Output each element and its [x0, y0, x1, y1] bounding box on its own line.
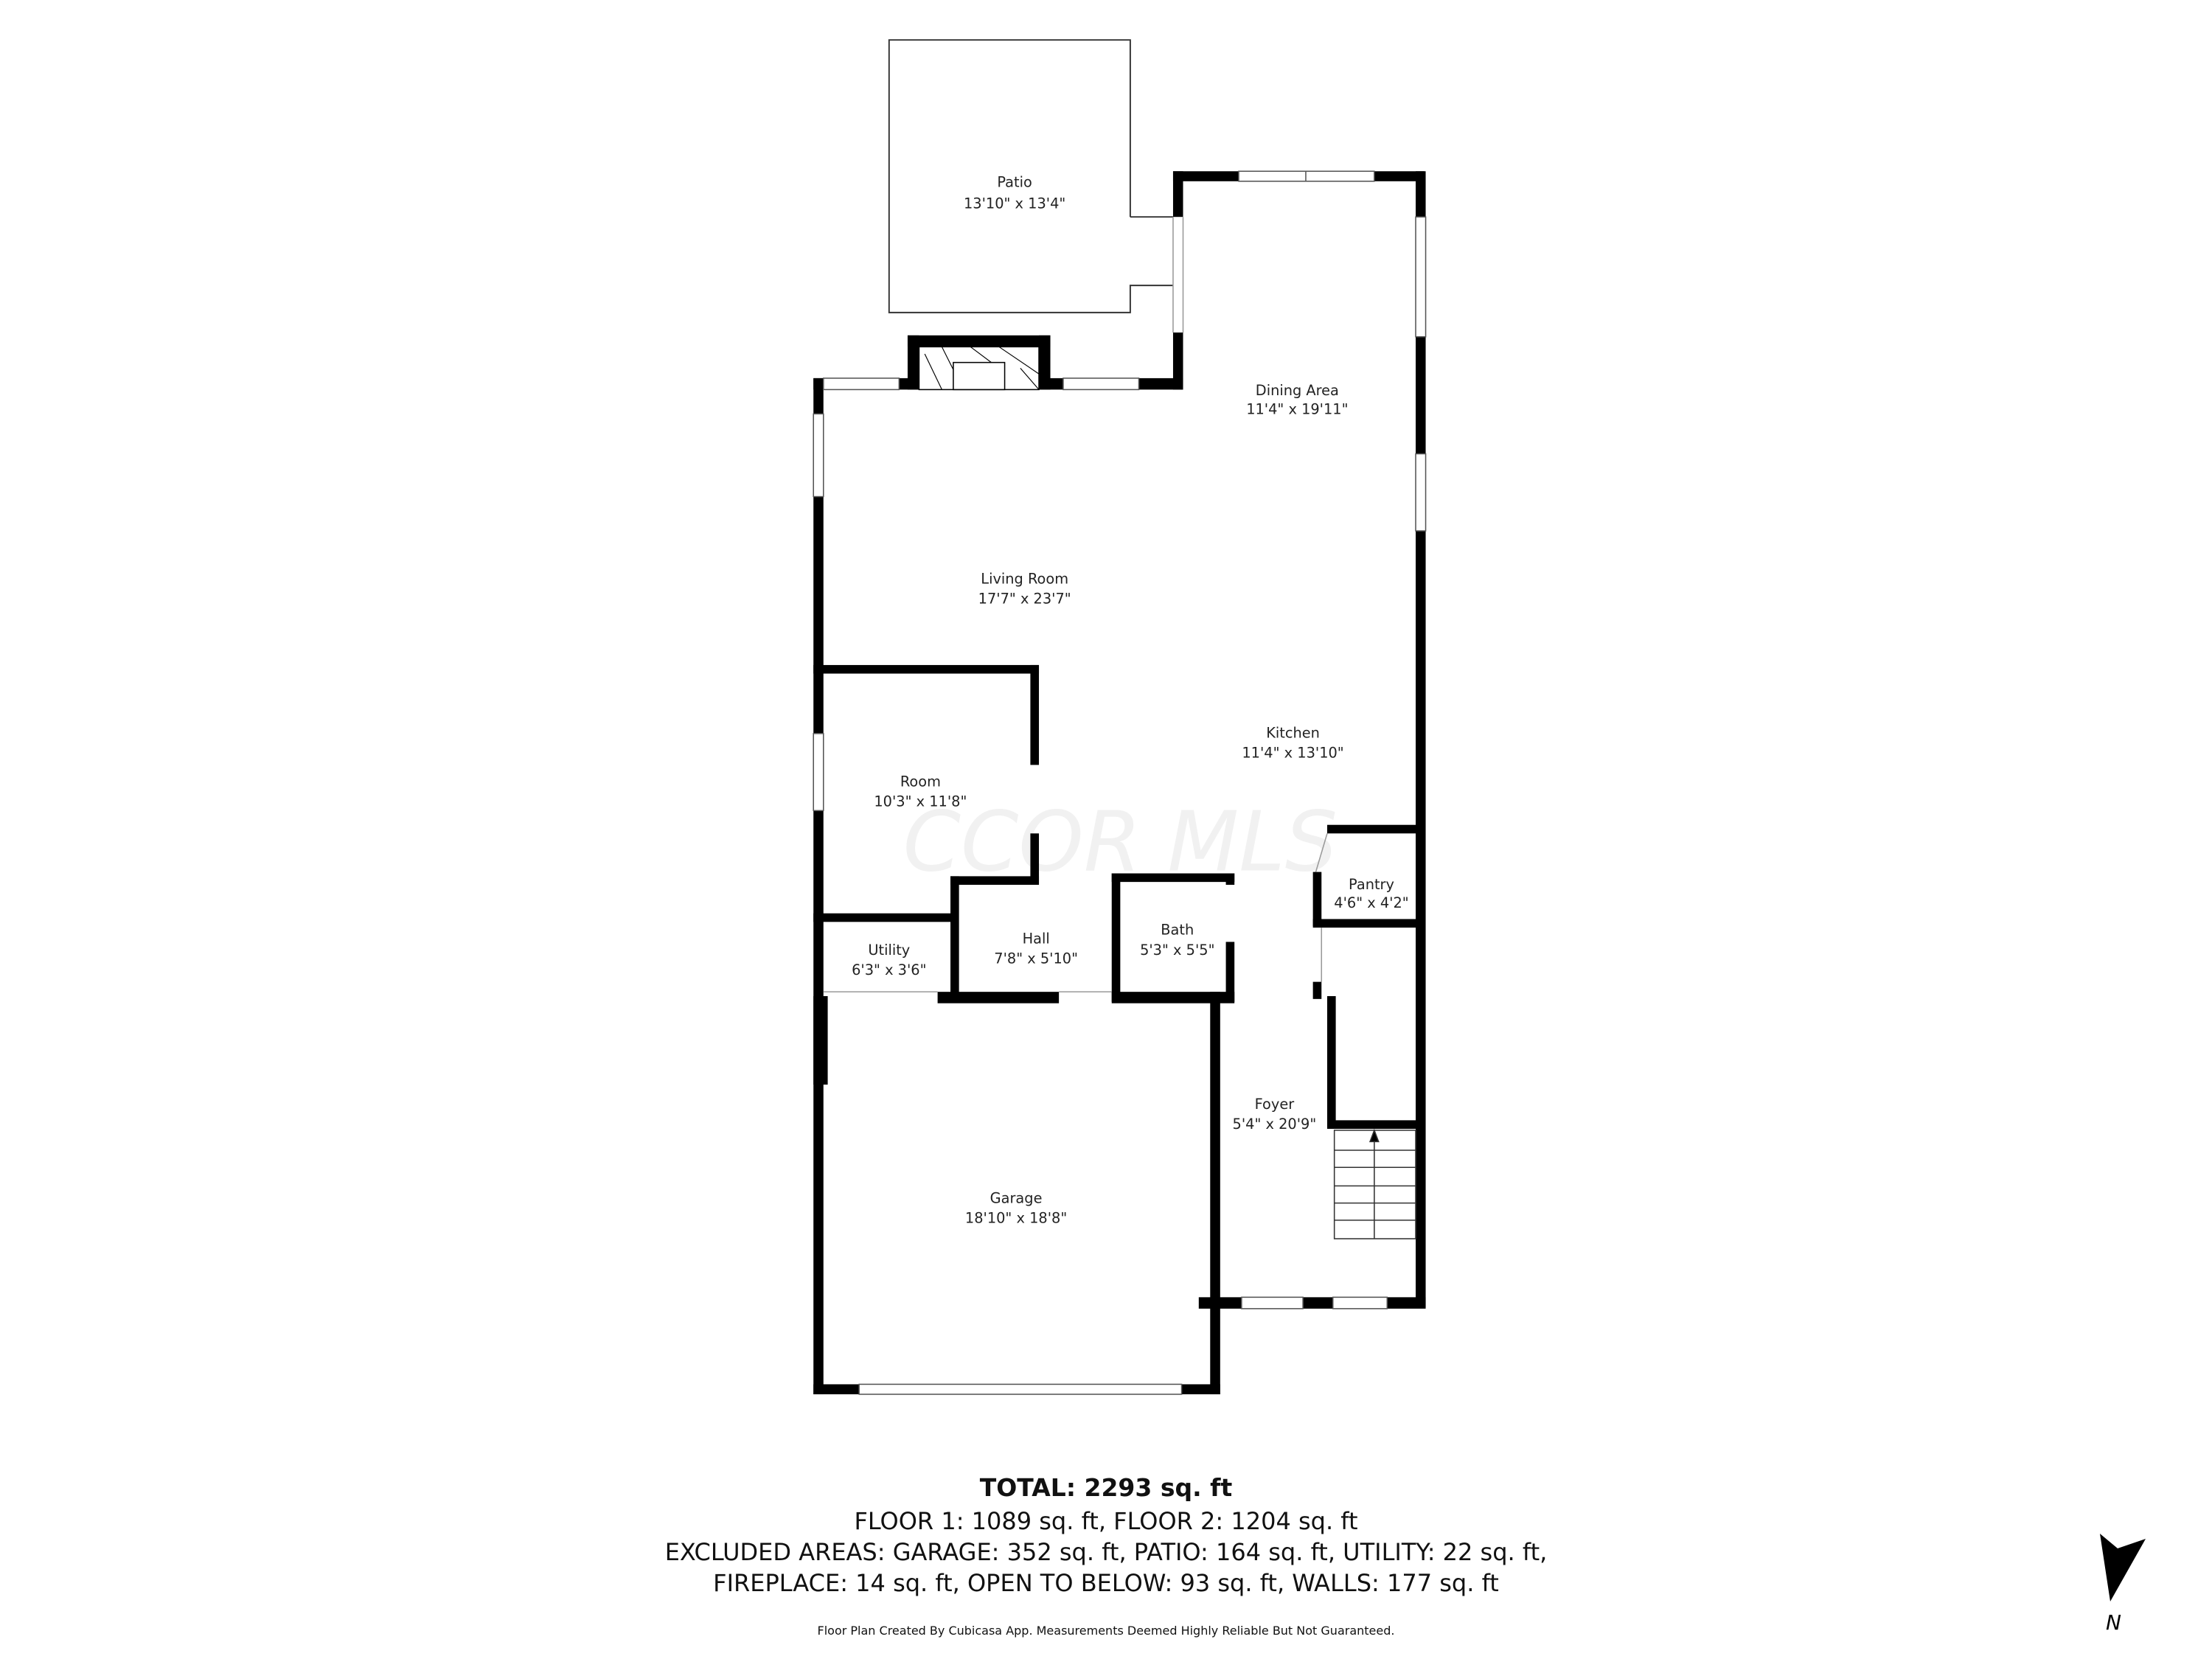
room-dims: 18'10" x 18'8": [965, 1210, 1067, 1227]
room-hall: Hall 7'8" x 5'10": [994, 930, 1078, 967]
room-name: Bath: [1161, 922, 1194, 939]
room-name: Patio: [997, 174, 1032, 191]
patio-outline: [888, 39, 1173, 313]
room-name: Room: [900, 773, 941, 790]
north-arrow-icon: N: [2100, 1534, 2146, 1635]
room-dims: 17'7" x 23'7": [978, 591, 1071, 608]
room-dims: 6'3" x 3'6": [852, 961, 926, 978]
fireplace-icon: [918, 346, 1040, 391]
room-dims: 5'3" x 5'5": [1140, 942, 1214, 959]
room-dining: Dining Area 11'4" x 19'11": [1246, 382, 1348, 417]
room-name: Pantry: [1349, 876, 1394, 893]
room-dims: 10'3" x 11'8": [874, 793, 967, 810]
room-pantry: Pantry 4'6" x 4'2": [1334, 876, 1408, 911]
room-dims: 11'4" x 13'10": [1242, 745, 1343, 762]
windows: [813, 170, 1427, 1395]
room-dims: 11'4" x 19'11": [1246, 400, 1348, 417]
room-name: Kitchen: [1266, 725, 1320, 742]
room-living: Living Room 17'7" x 23'7": [978, 571, 1071, 608]
room-name: Garage: [990, 1190, 1043, 1207]
room-dims: 13'10" x 13'4": [964, 195, 1065, 212]
room-foyer: Foyer 5'4" x 20'9": [1233, 1096, 1317, 1133]
room-name: Dining Area: [1256, 382, 1339, 399]
room-name: Living Room: [981, 571, 1068, 588]
compass-label: N: [2106, 1610, 2121, 1635]
room-bath: Bath 5'3" x 5'5": [1140, 922, 1214, 959]
room-name: Foyer: [1255, 1096, 1295, 1113]
floor-areas: FLOOR 1: 1089 sq. ft, FLOOR 2: 1204 sq. …: [854, 1507, 1358, 1535]
openings: [823, 217, 1328, 992]
room-room: Room 10'3" x 11'8": [874, 773, 967, 810]
room-kitchen: Kitchen 11'4" x 13'10": [1242, 725, 1343, 762]
disclaimer: Floor Plan Created By Cubicasa App. Meas…: [817, 1624, 1395, 1638]
room-utility: Utility 6'3" x 3'6": [852, 942, 926, 978]
total-area: TOTAL: 2293 sq. ft: [979, 1473, 1233, 1502]
excluded-areas-line1: EXCLUDED AREAS: GARAGE: 352 sq. ft, PATI…: [664, 1538, 1548, 1566]
stairs-icon: [1333, 1128, 1416, 1239]
excluded-areas-line2: FIREPLACE: 14 sq. ft, OPEN TO BELOW: 93 …: [713, 1569, 1499, 1597]
room-name: Utility: [868, 942, 910, 959]
room-dims: 4'6" x 4'2": [1334, 894, 1408, 911]
room-dims: 5'4" x 20'9": [1233, 1116, 1317, 1133]
room-dims: 7'8" x 5'10": [994, 950, 1078, 967]
room-patio: Patio 13'10" x 13'4": [964, 174, 1065, 212]
room-name: Hall: [1023, 930, 1050, 947]
room-garage: Garage 18'10" x 18'8": [965, 1190, 1067, 1227]
